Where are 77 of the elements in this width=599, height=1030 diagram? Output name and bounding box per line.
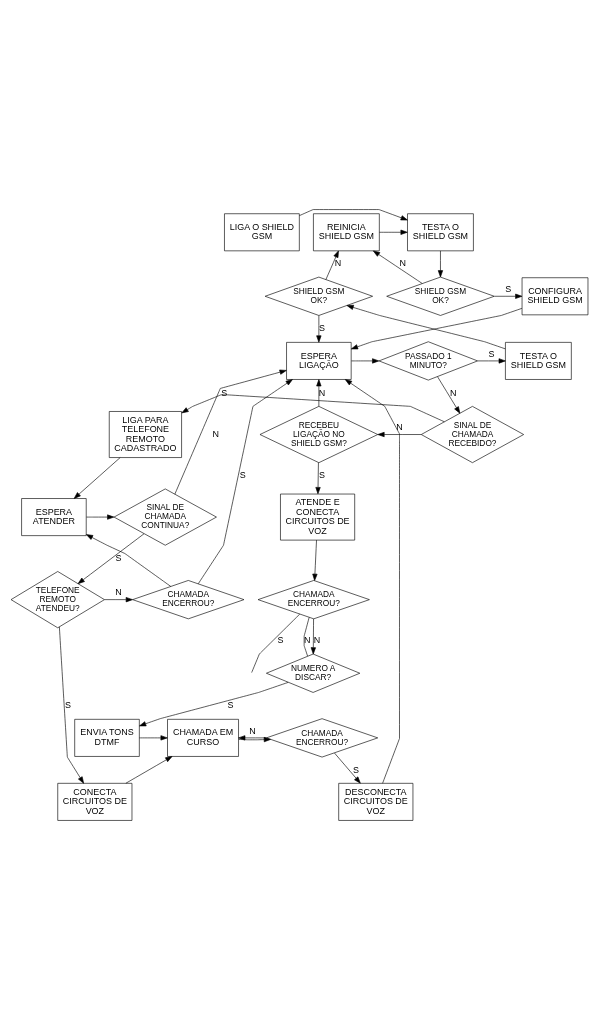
arrow (104, 597, 133, 603)
connector (303, 617, 310, 657)
arrow (437, 250, 443, 278)
node-box: ATENDE E CONECTA CIRCUITOS DE VOZ (280, 493, 355, 541)
node-diamond: SHIELD GSM OK? (264, 276, 373, 316)
edge-label: N (212, 428, 220, 439)
edge-label: N (334, 258, 342, 269)
edge-label: N (450, 387, 457, 398)
edge-label: S (227, 699, 234, 710)
edge-label: N (304, 635, 311, 646)
arrow (125, 756, 173, 784)
node-diamond: CHAMADA ENCERROU? (266, 718, 379, 758)
arrow (86, 514, 115, 520)
edge-label: S (319, 322, 326, 333)
node-diamond: SHIELD GSM OK? (386, 276, 495, 316)
arrow (373, 250, 423, 284)
node-box: ESPERA LIGAÇÃO (286, 342, 352, 380)
node-box: CONFIGURA SHIELD GSM (521, 277, 589, 316)
edge-label: N (318, 387, 326, 398)
arrow (350, 308, 523, 350)
arrow (73, 457, 121, 499)
node-diamond: TELEFONE REMOTO ATENDEU? (10, 571, 105, 629)
arrow (346, 304, 506, 350)
edge-label: N (396, 422, 403, 433)
node-box: ENVIA TONS DTMF (74, 719, 140, 757)
arrow (494, 293, 523, 299)
edge-label: S (488, 348, 495, 359)
arrow (316, 379, 322, 407)
edge-label: N (313, 635, 321, 646)
arrow (312, 539, 318, 581)
edge-label: S (64, 699, 71, 710)
arrow (238, 737, 271, 743)
node-box: DESCONECTA CIRCUITOS DE VOZ (338, 783, 414, 821)
edge-label: S (505, 283, 512, 294)
arrow (344, 379, 400, 784)
edge-label: S (221, 387, 228, 398)
edge-label: N (399, 258, 406, 269)
arrow (139, 735, 168, 741)
node-diamond: SINAL DE CHAMADA CONTINUA? (113, 488, 217, 546)
node-box: LIGA PARA TELEFONE REMOTO CADASTRADO (108, 411, 182, 458)
node-diamond: PASSADO 1 MINUTO? (378, 341, 478, 381)
node-diamond: CHAMADA ENCERROU? (257, 580, 370, 620)
node-box: ESPERA ATENDER (21, 498, 87, 536)
arrow (86, 534, 172, 587)
arrow (477, 358, 506, 364)
node-box: LIGA O SHIELD GSM (224, 213, 300, 252)
edge-label: S (239, 470, 246, 481)
node-box: TESTA O SHIELD GSM (505, 342, 572, 380)
edge-label: S (115, 552, 122, 563)
arrow (351, 358, 380, 364)
edge-label: S (352, 764, 359, 775)
arrow (59, 626, 84, 784)
edge-label: S (319, 470, 326, 481)
arrow (334, 752, 361, 784)
arrow (437, 376, 461, 414)
arrow (139, 682, 289, 727)
arrow (316, 315, 322, 343)
node-box: REINICIA SHIELD GSM (313, 213, 380, 252)
node-box: CHAMADA EM CURSO (167, 719, 239, 757)
arrow (325, 250, 339, 280)
node-diamond: RECEBEU LIGAÇÃO NO SHIELD GSM? (259, 406, 379, 463)
arrow (310, 618, 316, 655)
edge-label: S (277, 635, 284, 646)
node-box: CONECTA CIRCUITOS DE VOZ (57, 783, 133, 821)
arrow (77, 533, 145, 584)
arrow (299, 209, 408, 221)
edge-label: N (249, 725, 256, 736)
node-diamond: CHAMADA ENCERROU? (132, 580, 245, 620)
edge-label: N (115, 587, 122, 598)
arrow (197, 379, 293, 585)
node-diamond: NUMERO A DISCAR? (266, 653, 361, 693)
arrow (315, 462, 321, 495)
arrow (181, 394, 445, 423)
arrow (377, 431, 422, 438)
arrow (174, 369, 287, 495)
node-box: TESTA O SHIELD GSM (407, 213, 474, 252)
arrow (379, 229, 408, 235)
